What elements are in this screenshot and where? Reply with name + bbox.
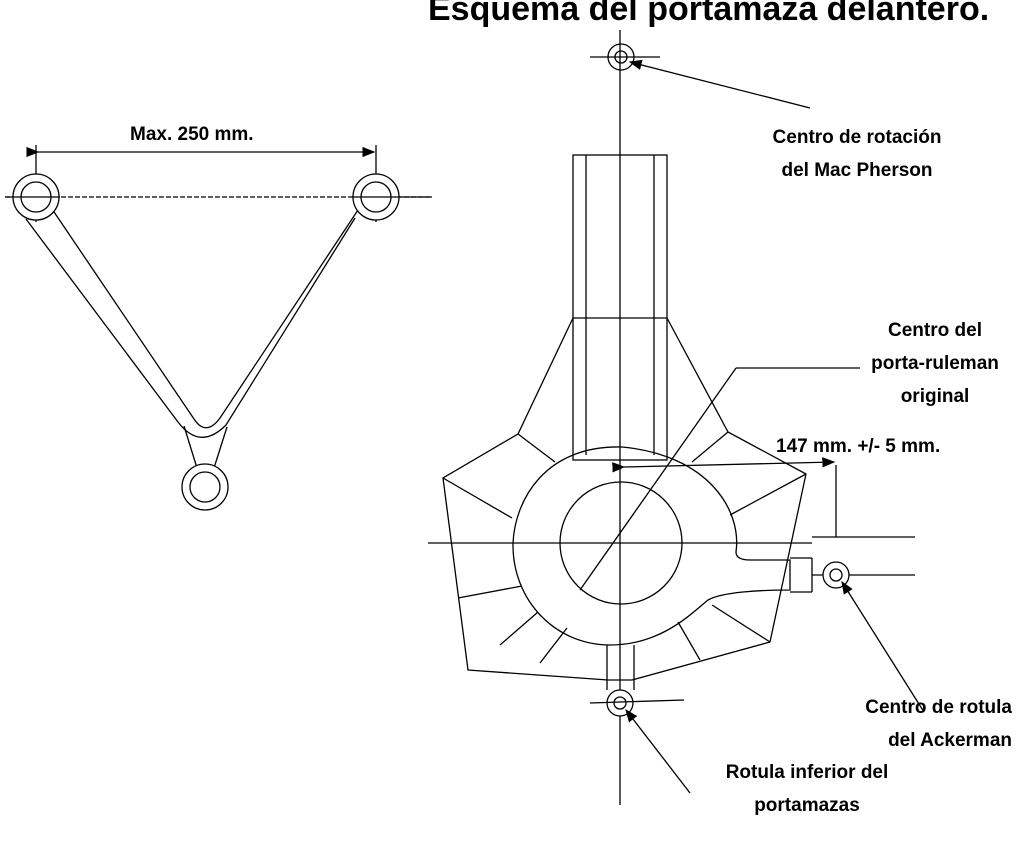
arm-lower-left xyxy=(183,425,198,469)
offset-label: 147 mm. +/- 5 mm. xyxy=(776,436,940,457)
rib xyxy=(729,473,807,516)
mac-pherson-label-line2: del Mac Pherson xyxy=(782,160,933,181)
rotula-label-line1: Rotula inferior del xyxy=(726,762,889,783)
arm-inner-outline xyxy=(49,205,361,429)
mac-pherson-leader xyxy=(628,59,811,109)
mac-pherson-pivot xyxy=(590,43,660,71)
annotations: Centro de rotación del Mac Pherson Centr… xyxy=(726,127,1013,816)
ruleman-label-line1: Centro del xyxy=(888,320,982,341)
rib xyxy=(691,431,729,463)
rotula-label-line2: portamazas xyxy=(754,795,860,816)
rib xyxy=(677,621,701,661)
ackerman-leader xyxy=(841,580,925,713)
arm-lower-right xyxy=(213,426,228,469)
lower-ball-joint xyxy=(589,689,685,717)
diagram-title: Esquema del portamaza delantero. xyxy=(428,0,989,28)
carrier-outline xyxy=(442,317,807,681)
offset-dimension-line xyxy=(612,457,836,473)
ackerman-label-line1: Centro de rotula xyxy=(865,697,1012,718)
bearing-housing xyxy=(512,446,791,646)
rotula-leader xyxy=(625,708,691,794)
rib xyxy=(457,585,523,599)
mac-pherson-label-line1: Centro de rotación xyxy=(773,127,942,148)
arm-bushing-right xyxy=(352,173,432,221)
arm-bushing-left xyxy=(5,173,60,221)
rib xyxy=(442,477,513,519)
arm-outer-outline xyxy=(25,217,356,438)
rib xyxy=(517,433,556,463)
bearing-bore xyxy=(559,481,683,605)
ruleman-label-line3: original xyxy=(901,386,970,407)
arm-bushing-bottom xyxy=(181,463,229,511)
rib xyxy=(539,627,568,664)
control-arm: Max. 250 mm. xyxy=(5,124,432,511)
rib xyxy=(711,604,771,643)
bearing-diagonal xyxy=(579,367,737,591)
ruleman-label-line2: porta-ruleman xyxy=(871,353,999,374)
ackerman-pivot xyxy=(822,561,850,589)
max-width-label: Max. 250 mm. xyxy=(130,124,254,145)
ackerman-label-line2: del Ackerman xyxy=(888,730,1012,751)
rib xyxy=(499,611,539,646)
hub-carrier xyxy=(428,30,925,805)
